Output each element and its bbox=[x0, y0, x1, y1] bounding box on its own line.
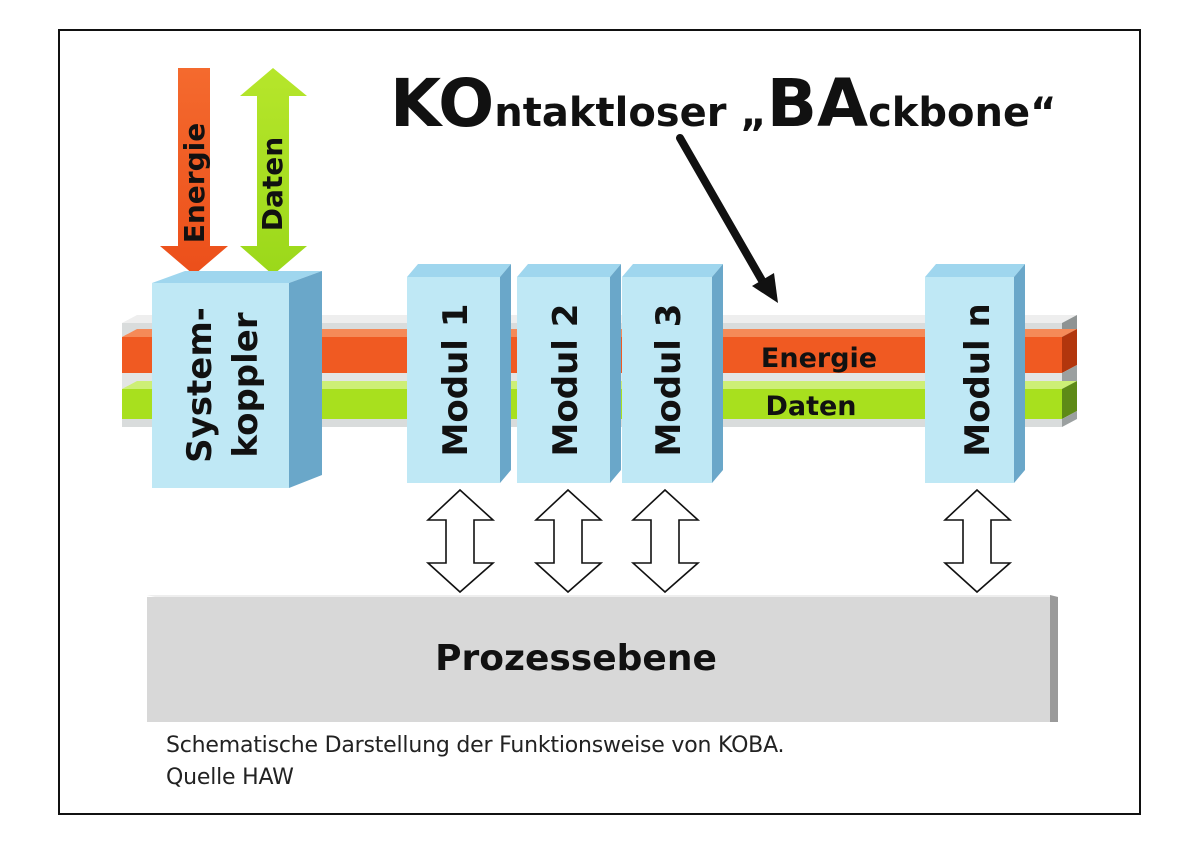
energy-input-arrow bbox=[160, 68, 228, 275]
system-coupler-label-line1: System- bbox=[180, 307, 220, 463]
module-label-3: Modul 3 bbox=[649, 304, 689, 457]
module-box-n bbox=[925, 264, 1025, 483]
connection-arrow-3 bbox=[630, 488, 701, 594]
connection-arrow-1 bbox=[425, 488, 496, 594]
connection-arrow-2 bbox=[533, 488, 604, 594]
connection-arrow-n bbox=[942, 488, 1013, 594]
process-level-label: Prozessebene bbox=[435, 638, 717, 679]
module-box-2 bbox=[517, 264, 621, 483]
backbone-energy-label: Energie bbox=[761, 343, 877, 374]
energy-input-label: Energie bbox=[178, 123, 211, 244]
caption-source: Quelle HAW bbox=[166, 765, 294, 790]
module-box-1 bbox=[407, 264, 511, 483]
data-input-arrow bbox=[240, 68, 307, 275]
system-coupler-box bbox=[152, 271, 322, 488]
module-label-1: Modul 1 bbox=[436, 304, 476, 457]
module-box-3 bbox=[622, 264, 723, 483]
system-coupler-label-line2: koppler bbox=[226, 312, 266, 457]
title-pointer-arrow bbox=[676, 134, 778, 303]
diagram-title: KOntaktloser „BAckbone“ bbox=[390, 65, 1056, 142]
caption-description: Schematische Darstellung der Funktionswe… bbox=[166, 733, 785, 758]
module-label-n: Modul n bbox=[958, 303, 998, 456]
data-input-label: Daten bbox=[256, 137, 289, 231]
backbone-data-label: Daten bbox=[765, 391, 856, 422]
module-label-2: Modul 2 bbox=[546, 304, 586, 457]
process-level-box bbox=[147, 595, 1058, 722]
